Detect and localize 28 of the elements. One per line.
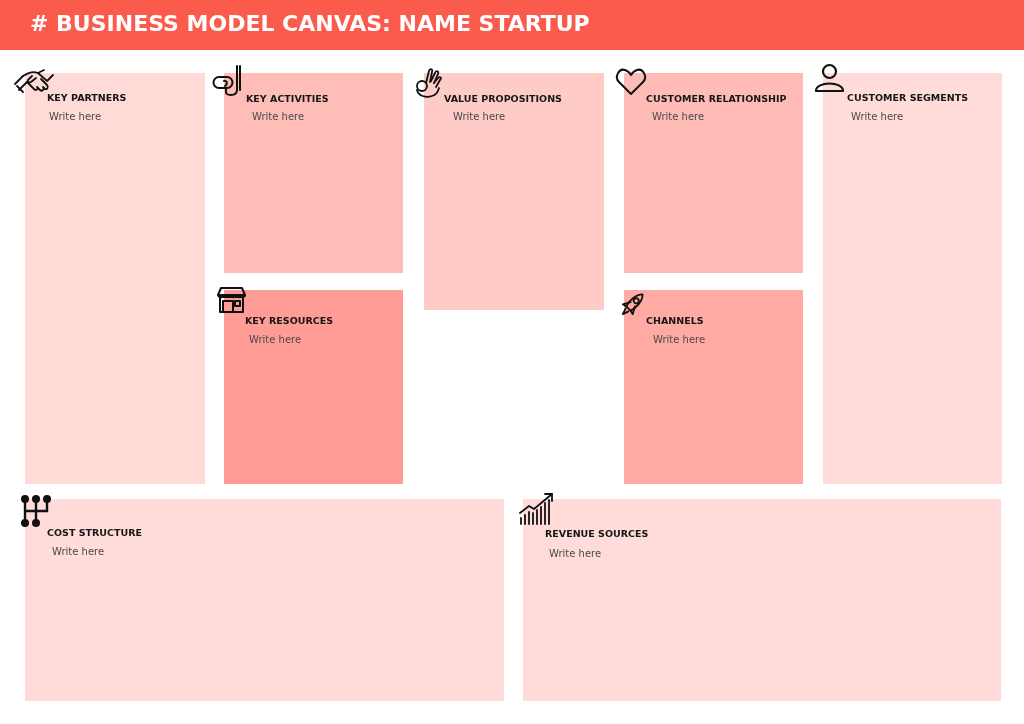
- placeholder-text: Write here: [252, 110, 305, 123]
- block-heading: KEY ACTIVITIES: [246, 93, 329, 105]
- block-heading: CUSTOMER RELATIONSHIP: [646, 93, 787, 105]
- placeholder-text: Write here: [453, 110, 506, 123]
- placeholder-text: Write here: [653, 333, 706, 346]
- canvas-block: [224, 73, 403, 273]
- placeholder-text: Write here: [549, 547, 602, 560]
- placeholder-text: Write here: [49, 110, 102, 123]
- canvas-block: [224, 290, 403, 484]
- placeholder-text: Write here: [851, 110, 904, 123]
- canvas-block: [424, 73, 604, 310]
- block-heading: KEY PARTNERS: [47, 92, 127, 104]
- block-heading: VALUE PROPOSITIONS: [444, 93, 562, 105]
- block-heading: CUSTOMER SEGMENTS: [847, 92, 968, 104]
- block-heading: REVENUE SOURCES: [545, 528, 649, 540]
- placeholder-text: Write here: [52, 545, 105, 558]
- block-heading: KEY RESOURCES: [245, 315, 334, 327]
- block-heading: CHANNELS: [646, 315, 704, 327]
- page-title: # BUSINESS MODEL CANVAS: NAME STARTUP: [30, 10, 590, 38]
- canvas-block: [25, 73, 205, 484]
- placeholder-text: Write here: [249, 333, 302, 346]
- canvas-block: [823, 73, 1002, 484]
- placeholder-text: Write here: [652, 110, 705, 123]
- canvas-block: [523, 499, 1001, 701]
- canvas-block: [25, 499, 504, 701]
- canvas-block: [624, 290, 803, 484]
- block-heading: COST STRUCTURE: [47, 527, 142, 539]
- canvas-block: [624, 73, 803, 273]
